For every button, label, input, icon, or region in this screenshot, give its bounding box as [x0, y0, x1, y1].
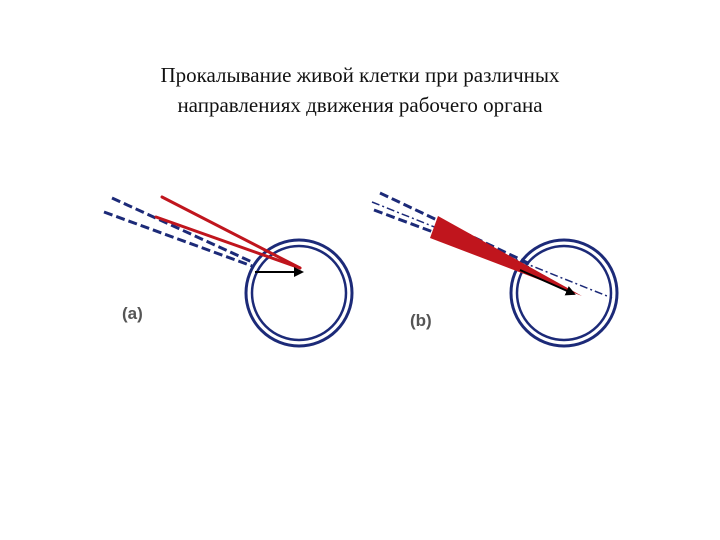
panel-label-a: (a)	[122, 304, 143, 323]
cell-a	[244, 238, 354, 348]
dashed-trace-a	[103, 196, 253, 268]
cell-b	[509, 238, 619, 348]
motion-arrow-b	[519, 269, 576, 296]
panel-label-b: (b)	[410, 311, 432, 330]
needle-b	[430, 216, 582, 296]
panel-b: (b)	[371, 191, 619, 348]
slide-title: Прокалывание живой клетки при различных …	[0, 60, 720, 120]
title-line-2: направлениях движения рабочего органа	[177, 93, 543, 117]
needle-a	[154, 195, 302, 270]
panel-a: (a)	[103, 195, 354, 348]
title-line-1: Прокалывание живой клетки при различных	[160, 63, 560, 87]
